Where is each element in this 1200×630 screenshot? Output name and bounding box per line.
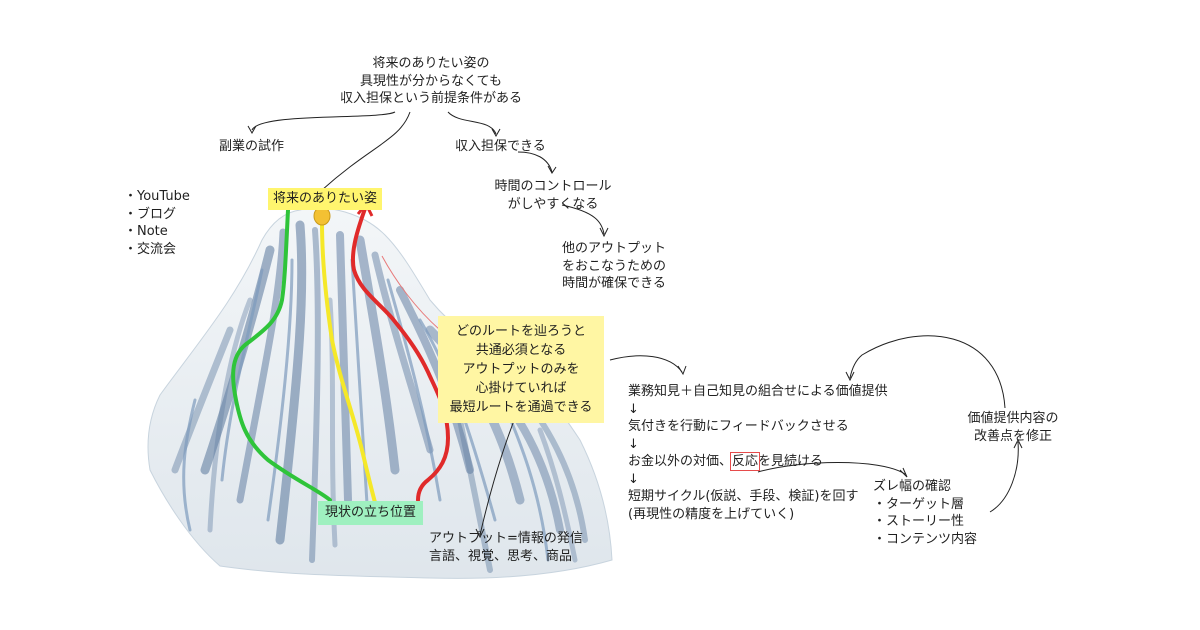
connector [381, 255, 441, 331]
ridge [309, 227, 321, 563]
arrowhead [247, 125, 257, 135]
connector [757, 462, 906, 475]
gap-check: ズレ幅の確認 ・ターゲット層 ・ストーリー性 ・コンテンツ内容 [873, 478, 977, 548]
route-note-line: 心掛けていれば [475, 381, 567, 396]
ridge [182, 398, 197, 532]
ridge [386, 278, 442, 502]
reaction-highlight: 反応 [730, 452, 761, 471]
income-step-2: 時間のコントロール がしやすくなる [486, 178, 620, 213]
route-note-line: 共通必須となる [475, 343, 567, 358]
connector [321, 111, 411, 191]
ridge [171, 326, 234, 474]
peak-dot [313, 206, 331, 226]
ridge [336, 231, 352, 504]
list-item: ・YouTube [124, 189, 190, 204]
income-step-3-line: 時間が確保できる [562, 276, 666, 291]
cycle-step-4-sub: (再現性の精度を上げていく) [628, 506, 795, 522]
list-item: ・ターゲット層 [873, 496, 965, 512]
top-note-line: 具現性が分からなくても [360, 73, 502, 89]
cycle-step-1: 業務知見＋自己知見の組合せによる価値提供 [628, 384, 888, 399]
down-arrow: ↓ [628, 401, 639, 417]
income-step-3: 他のアウトプット をおこなうための 時間が確保できる [554, 240, 674, 293]
down-arrow: ↓ [628, 471, 639, 487]
ridge [371, 251, 434, 454]
list-item: ・コンテンツ内容 [873, 531, 978, 547]
income-step-3-line: をおこなうための [561, 258, 666, 274]
arrowhead [491, 128, 501, 138]
ridge [537, 427, 578, 563]
ridge [350, 258, 370, 522]
connector [251, 111, 396, 131]
arrowhead [475, 528, 485, 539]
top-note-line: 収入担保という前提条件がある [339, 91, 522, 106]
connector [561, 204, 605, 235]
output-definition-line: 言語、視覚、思考、商品 [429, 548, 573, 564]
arrowhead [547, 165, 557, 174]
list-item: ・ブログ [124, 206, 177, 222]
ridge [236, 228, 287, 504]
peak-label: 将来のありたい姿 [268, 188, 383, 210]
arrowhead [1013, 438, 1023, 449]
income-step-2-line: がしやすくなる [507, 196, 599, 212]
ridge [355, 235, 400, 475]
arrowhead [899, 467, 908, 478]
income-step-1: 収入担保できる [455, 139, 546, 154]
improve-note: 価値提供内容の 改善点を修正 [958, 410, 1068, 445]
list-item: ・ストーリー性 [873, 514, 965, 529]
improve-note-line: 改善点を修正 [973, 428, 1052, 444]
top-note: 将来のありたい姿の 具現性が分からなくても 収入担保という前提条件がある [336, 55, 526, 108]
cycle-step-2: 気付きを行動にフィードバックさせる [628, 419, 849, 434]
cycle-steps: 業務知見＋自己知見の組合せによる価値提供 ↓ 気付きを行動にフィードバックさせる… [628, 383, 888, 523]
route-note: どのルートを辿ろうと 共通必須となる アウトプットのみを 心掛けていれば 最短ル… [438, 316, 604, 423]
route-green [231, 208, 332, 502]
ridge [396, 286, 474, 474]
connector [849, 335, 1006, 409]
connector [989, 441, 1019, 513]
ridge [207, 297, 253, 533]
cycle-step-3: お金以外の対価、反応を見続ける [628, 452, 888, 471]
connector [447, 111, 497, 135]
side-job-title: 副業の試作 [219, 139, 285, 154]
output-definition: アウトプット=情報の発信 言語、視覚、思考、商品 [429, 530, 583, 565]
income-step-2-line: 時間のコントロール [494, 179, 612, 194]
down-arrow: ↓ [628, 436, 639, 452]
route-note-line: 最短ルートを通過できる [449, 400, 593, 415]
route-note-line: アウトプットのみを [462, 362, 580, 377]
connector [517, 151, 553, 173]
arrowhead [599, 227, 609, 238]
ridge [220, 268, 264, 482]
top-note-line: 将来のありたい姿の [372, 56, 490, 71]
gap-check-title: ズレ幅の確認 [873, 479, 952, 494]
ridge [266, 258, 294, 522]
cycle-step-4: 短期サイクル(仮説、手段、検証)を回す [628, 489, 859, 504]
list-item: ・交流会 [124, 241, 177, 257]
cycle-step-3-post: を見続ける [758, 454, 824, 469]
side-job-list: ・YouTube ・ブログ ・Note ・交流会 [124, 188, 190, 258]
route-yellow [320, 220, 378, 508]
income-step-3-line: 他のアウトプット [561, 241, 666, 256]
route-red [350, 204, 451, 502]
cycle-step-3-pre: お金以外の対価、 [628, 454, 733, 469]
route-note-line: どのルートを辿ろうと [455, 324, 586, 339]
ridge [275, 220, 307, 545]
connector [609, 355, 683, 373]
output-definition-line: アウトプット=情報の発信 [429, 531, 583, 546]
arrowhead [845, 371, 855, 382]
start-label: 現状の立ち位置 [318, 501, 424, 525]
ridge [457, 417, 493, 573]
improve-note-line: 価値提供内容の [967, 411, 1059, 426]
list-item: ・Note [124, 224, 168, 239]
arrowhead [677, 365, 687, 376]
